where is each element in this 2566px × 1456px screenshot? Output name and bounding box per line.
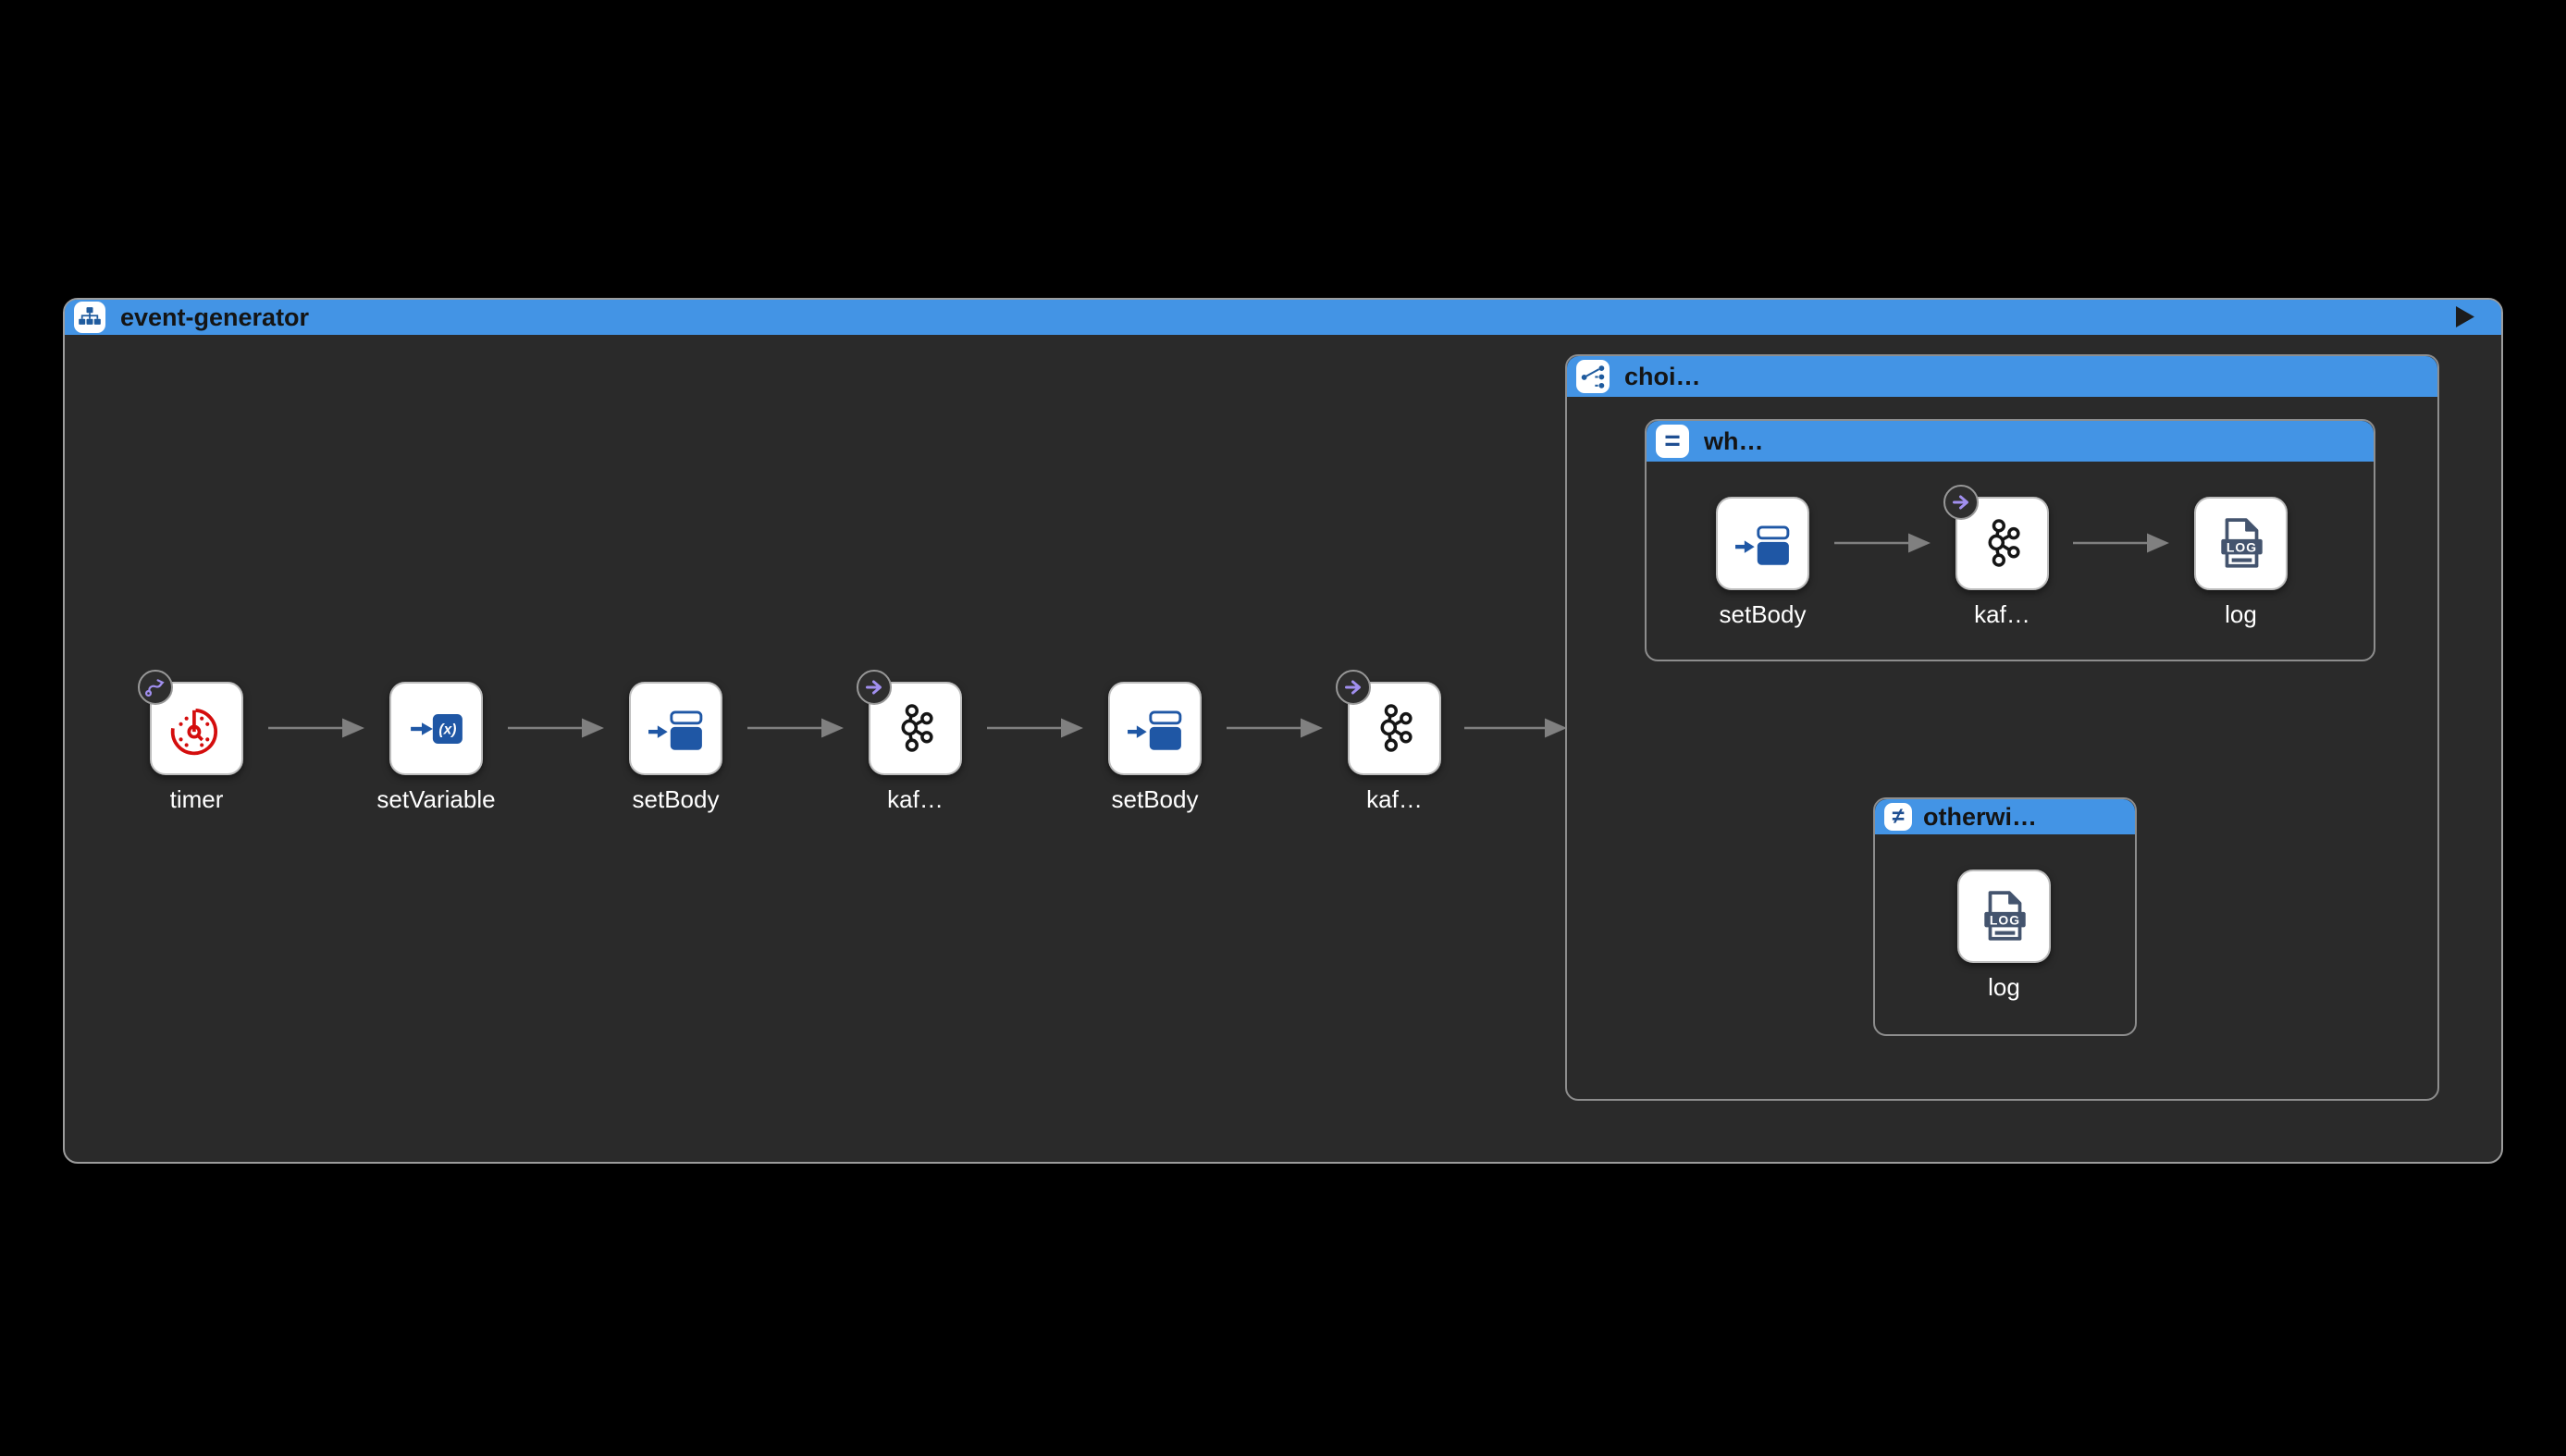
step-kafka[interactable]: kaf… — [857, 670, 962, 813]
step-label: setBody — [632, 785, 720, 813]
flow-arrow — [268, 718, 364, 738]
arrow-badge-icon — [857, 670, 892, 705]
step-label: setVariable — [376, 785, 496, 813]
flow-arrow — [747, 718, 844, 738]
log-icon: LOG — [2194, 497, 2288, 590]
step-setbody-2[interactable]: setBody — [1108, 682, 1202, 813]
flow-arrow — [1227, 718, 1323, 738]
flow-arrow — [1464, 718, 1567, 738]
arrow-badge-icon — [1943, 485, 1979, 520]
timer-icon — [150, 682, 243, 775]
step-setvariable[interactable]: (x) setVariable — [376, 682, 496, 813]
step-label: timer — [169, 785, 224, 813]
set-variable-icon: (x) — [389, 682, 483, 775]
not-equals-icon: ≠ — [1884, 803, 1912, 831]
step-log-when[interactable]: LOG log — [2194, 497, 2288, 628]
step-setbody[interactable]: setBody — [629, 682, 722, 813]
play-icon[interactable] — [2456, 306, 2475, 328]
arrow-badge-icon — [1336, 670, 1371, 705]
otherwise-container[interactable]: ≠ otherwi… LOG log — [1873, 797, 2137, 1036]
set-body-icon — [1716, 497, 1809, 590]
step-label: kaf… — [1974, 600, 2030, 628]
flow-arrow — [987, 718, 1083, 738]
route-container-event-generator[interactable]: event-generator — [63, 298, 2503, 1164]
step-label: log — [1988, 973, 2020, 1001]
sitemap-icon — [74, 302, 105, 333]
when-title: wh… — [1704, 426, 1764, 455]
log-icon: LOG — [1957, 870, 2051, 963]
step-kafka-when[interactable]: kaf… — [1943, 485, 2049, 628]
set-body-icon — [629, 682, 722, 775]
kafka-icon — [1955, 497, 2049, 590]
otherwise-title: otherwi… — [1923, 802, 2038, 831]
flow-arrow — [508, 718, 604, 738]
route-badge-icon — [138, 670, 173, 705]
choice-container[interactable]: choi… = wh… — [1565, 354, 2439, 1101]
flow-arrow — [2073, 533, 2169, 553]
flow-arrow — [1834, 533, 1931, 553]
route-header[interactable]: event-generator — [65, 300, 2501, 335]
step-label: log — [2225, 600, 2257, 628]
step-label: setBody — [1111, 785, 1199, 813]
when-header[interactable]: = wh… — [1647, 421, 2374, 462]
step-timer[interactable]: timer — [138, 670, 243, 813]
equals-icon: = — [1656, 425, 1689, 458]
step-label: setBody — [1719, 600, 1807, 628]
when-container[interactable]: = wh… setBody — [1645, 419, 2375, 661]
step-kafka-2[interactable]: kaf… — [1336, 670, 1441, 813]
choice-header[interactable]: choi… — [1567, 356, 2437, 397]
choice-icon — [1576, 360, 1610, 393]
choice-title: choi… — [1624, 362, 1701, 390]
svg-text:(x): (x) — [438, 722, 456, 737]
svg-text:LOG: LOG — [1989, 912, 2019, 927]
step-log-otherwise[interactable]: LOG log — [1957, 870, 2051, 1001]
step-label: kaf… — [887, 785, 944, 813]
step-setbody-when[interactable]: setBody — [1716, 497, 1809, 628]
route-title: event-generator — [120, 302, 310, 331]
step-label: kaf… — [1366, 785, 1423, 813]
set-body-icon — [1108, 682, 1202, 775]
svg-text:LOG: LOG — [2226, 539, 2256, 554]
otherwise-header[interactable]: ≠ otherwi… — [1875, 799, 2135, 834]
